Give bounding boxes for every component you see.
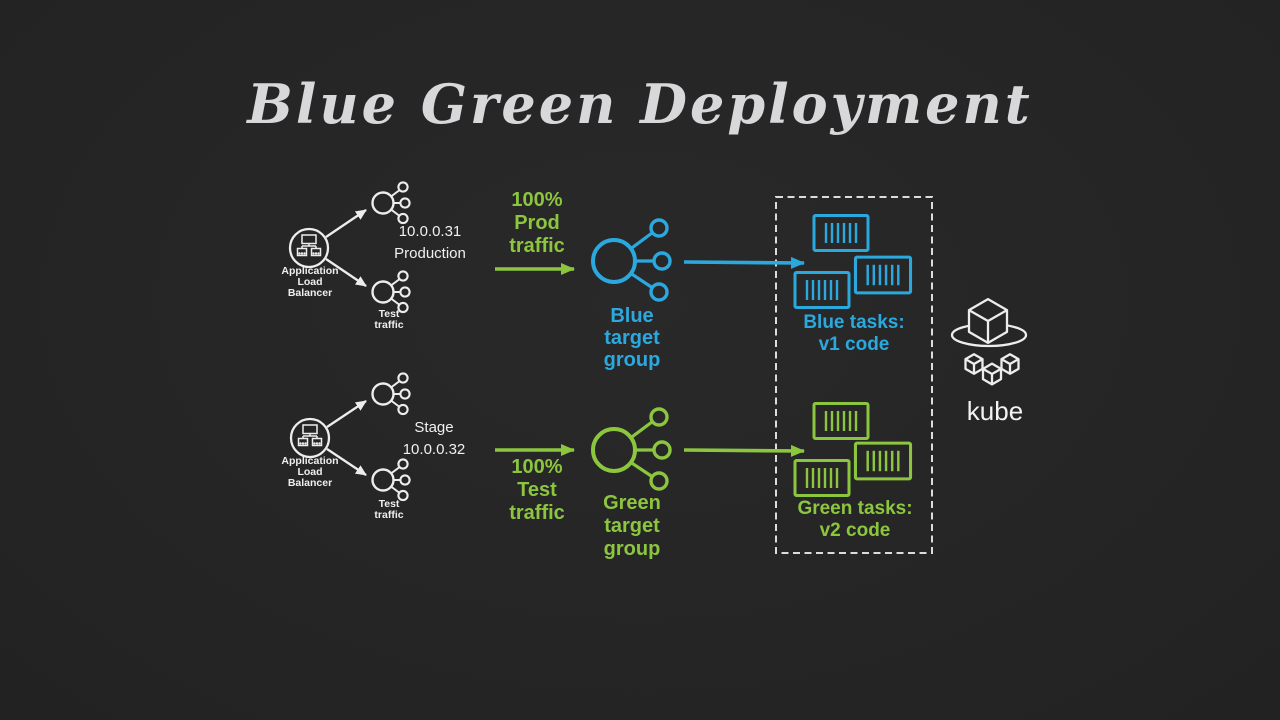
- green-container-icon: [812, 402, 870, 440]
- kube-icon: [952, 299, 1026, 384]
- prod-traffic-node-icon: [371, 181, 411, 225]
- blue-task-containers: [793, 214, 913, 309]
- blue-tasks-label: Blue tasks: v1 code: [803, 312, 905, 355]
- prod-alb-label: Application Load Balancer: [281, 265, 339, 299]
- green-container-icon: [793, 459, 851, 497]
- prod-node-ip: 10.0.0.31: [398, 223, 462, 240]
- stage-test-traffic-node-icon: [371, 458, 411, 502]
- tasks-dashed-box: [775, 196, 933, 554]
- prod-load-balancer-icon: [288, 227, 330, 269]
- blue-container-icon: [812, 214, 870, 252]
- green-target-group-label: Green target group: [603, 492, 661, 560]
- stage-node-label: Stage 10.0.0.32: [403, 417, 466, 461]
- prod-node-env: Production: [394, 245, 466, 262]
- stage-alb-label: Application Load Balancer: [281, 455, 339, 489]
- green-tasks-label: Green tasks: v2 code: [797, 498, 913, 541]
- slide-title: Blue Green Deployment: [247, 72, 1033, 136]
- prod-node-label: 10.0.0.31 Production: [394, 221, 466, 265]
- stage-node-ip: 10.0.0.32: [402, 441, 466, 458]
- green-container-icon: [853, 441, 913, 481]
- stage-test-node-label: Test traffic: [374, 498, 404, 521]
- prod-test-node-label: Test traffic: [374, 308, 404, 331]
- stage-traffic-label: 100% Test traffic: [509, 456, 565, 524]
- blue-container-icon: [853, 255, 913, 295]
- blue-target-group-icon: [591, 218, 672, 302]
- prod-traffic-label: 100% Prod traffic: [509, 189, 565, 257]
- kube-label: kube: [966, 396, 1024, 426]
- green-target-group-icon: [591, 407, 672, 491]
- prod-alb-arrows: [325, 209, 367, 287]
- stage-load-balancer-icon: [289, 417, 331, 459]
- blue-target-group-label: Blue target group: [603, 305, 661, 371]
- blue-tasks-arrow: [683, 256, 805, 269]
- green-task-containers: [793, 402, 913, 497]
- blue-container-icon: [793, 271, 851, 309]
- stage-node-env: Stage: [414, 419, 454, 436]
- stage-traffic-node-icon: [371, 372, 411, 416]
- prod-test-traffic-node-icon: [371, 270, 411, 314]
- green-tasks-arrow: [683, 444, 805, 457]
- stage-alb-arrows: [326, 400, 367, 476]
